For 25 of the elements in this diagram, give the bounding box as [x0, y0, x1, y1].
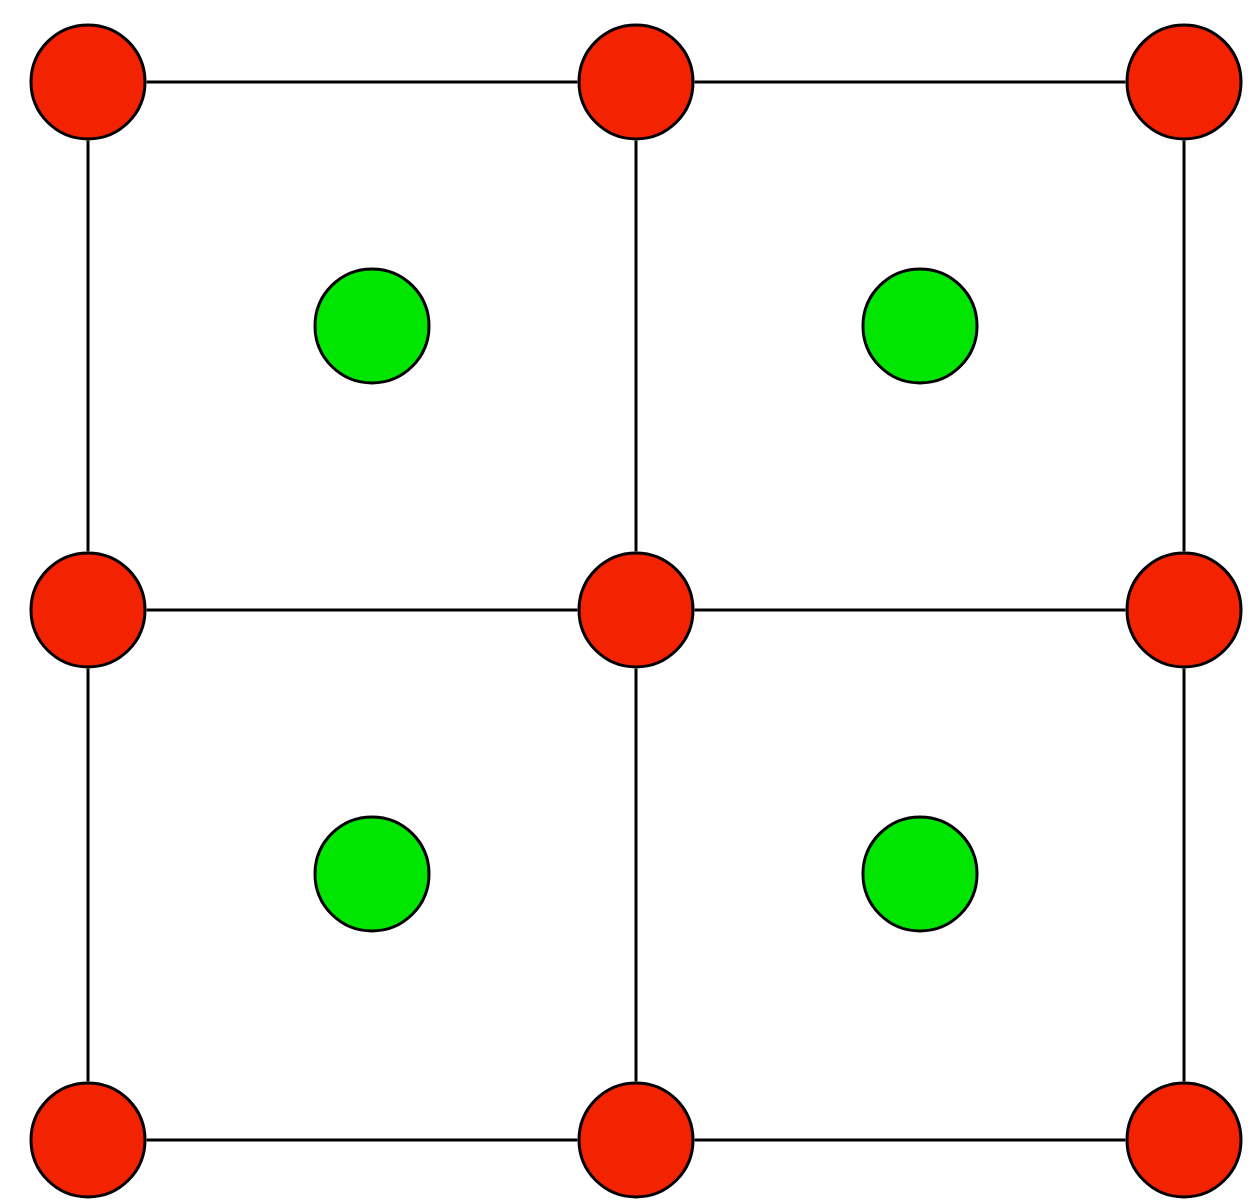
connecting-line	[694, 1138, 1126, 1142]
connecting-line	[146, 80, 578, 84]
lattice-node	[577, 23, 695, 141]
connecting-line	[1182, 668, 1186, 1082]
connecting-line	[694, 608, 1126, 612]
connecting-line	[694, 80, 1126, 84]
center-node	[313, 815, 431, 933]
lattice-node	[29, 23, 147, 141]
lattice-node	[577, 1081, 695, 1199]
center-node	[861, 815, 979, 933]
connecting-line	[1182, 140, 1186, 552]
lattice-node	[1125, 1081, 1243, 1199]
center-node	[313, 267, 431, 385]
lattice-node	[29, 1081, 147, 1199]
connecting-line	[86, 668, 90, 1082]
connecting-line	[146, 608, 578, 612]
connecting-line	[634, 668, 638, 1082]
lattice-node	[29, 551, 147, 669]
connecting-line	[86, 140, 90, 552]
connecting-line	[146, 1138, 578, 1142]
lattice-node	[1125, 23, 1243, 141]
lattice-node	[577, 551, 695, 669]
lattice-node	[1125, 551, 1243, 669]
connecting-line	[634, 140, 638, 552]
center-node	[861, 267, 979, 385]
